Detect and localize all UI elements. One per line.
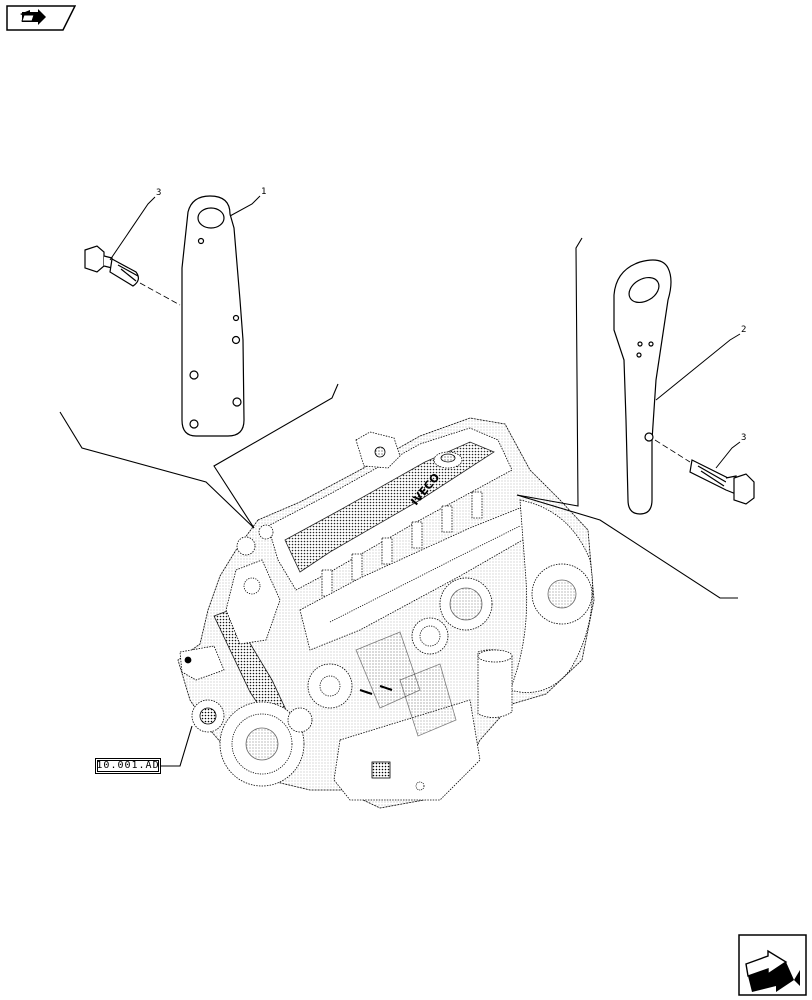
book-arrow-icon[interactable] — [6, 5, 77, 31]
cross-reference-label[interactable]: 10.001.AD — [95, 758, 161, 774]
bolt-3-left — [84, 245, 181, 306]
callout-leaders — [109, 195, 741, 469]
bolt-3-right — [689, 459, 755, 505]
bracket-2 — [613, 259, 691, 515]
callout-3-right: 3 — [741, 433, 747, 443]
callout-3-left: 3 — [156, 188, 162, 198]
callout-2: 2 — [741, 325, 747, 335]
bracket-1 — [181, 195, 245, 437]
next-page-arrow-icon[interactable] — [738, 934, 808, 996]
callout-1: 1 — [261, 187, 267, 197]
engine-assembly — [177, 417, 595, 809]
